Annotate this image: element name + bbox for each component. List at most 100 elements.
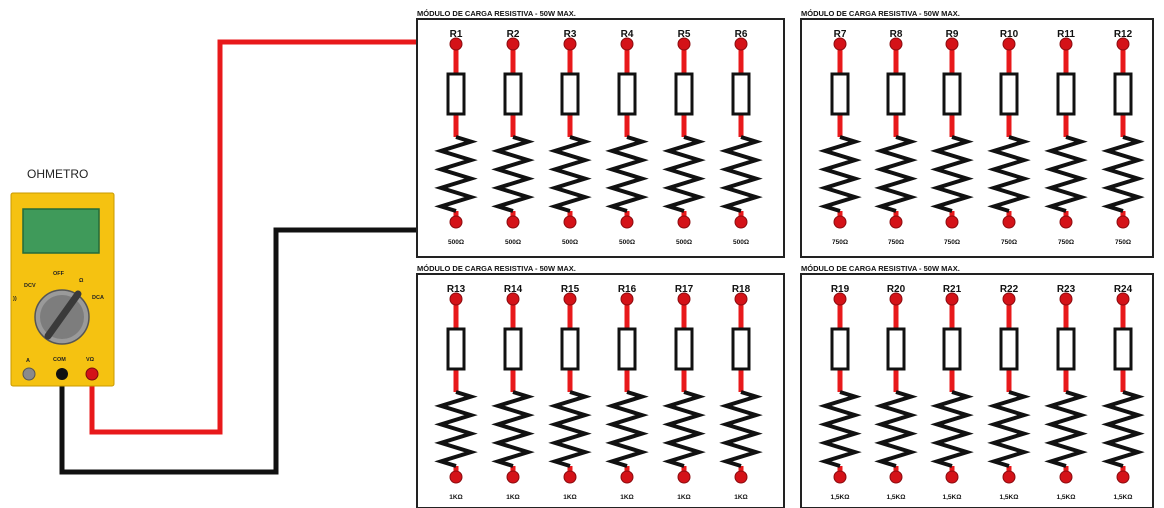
resistor-value: 1,5KΩ xyxy=(943,494,962,501)
resistor-module: MÓDULO DE CARGA RESISTIVA - 50W MAX.R150… xyxy=(416,9,785,258)
jack-com[interactable] xyxy=(56,368,68,380)
bottom-terminal[interactable] xyxy=(506,470,520,484)
top-terminal[interactable] xyxy=(945,292,959,306)
bottom-terminal[interactable] xyxy=(945,470,959,484)
top-terminal[interactable] xyxy=(1059,292,1073,306)
top-terminal[interactable] xyxy=(945,37,959,51)
resistor-coil xyxy=(930,135,974,213)
resistor-symbol xyxy=(886,327,906,371)
top-terminal[interactable] xyxy=(620,37,634,51)
resistor-value: 750Ω xyxy=(888,239,904,246)
bottom-terminal[interactable] xyxy=(1116,470,1130,484)
bottom-terminal[interactable] xyxy=(620,470,634,484)
bottom-terminal[interactable] xyxy=(1116,215,1130,229)
top-terminal[interactable] xyxy=(677,37,691,51)
resistor-coil xyxy=(719,390,763,468)
top-terminal[interactable] xyxy=(734,37,748,51)
jack-a[interactable] xyxy=(22,367,36,381)
resistor-symbol xyxy=(830,72,850,116)
resistor-label: R7 xyxy=(834,29,847,40)
resistor-symbol xyxy=(942,327,962,371)
resistor-symbol xyxy=(731,327,751,371)
bottom-terminal[interactable] xyxy=(449,215,463,229)
bottom-terminal[interactable] xyxy=(506,215,520,229)
bottom-terminal[interactable] xyxy=(734,215,748,229)
jack-vohm[interactable] xyxy=(85,367,99,381)
top-terminal[interactable] xyxy=(889,292,903,306)
rotary-selector-knob[interactable] xyxy=(34,289,90,345)
resistor-coil xyxy=(930,390,974,468)
resistor-coil xyxy=(605,390,649,468)
resistor-symbol xyxy=(503,72,523,116)
bottom-terminal[interactable] xyxy=(945,215,959,229)
resistor-symbol xyxy=(503,327,523,371)
resistor-coil xyxy=(491,390,535,468)
top-terminal[interactable] xyxy=(1116,292,1130,306)
resistor-label: R23 xyxy=(1057,284,1076,295)
resistor-coil xyxy=(818,135,862,213)
resistor-coil xyxy=(1044,135,1088,213)
resistor-value: 750Ω xyxy=(1001,239,1017,246)
resistor-symbol xyxy=(446,72,466,116)
top-terminal[interactable] xyxy=(734,292,748,306)
top-terminal[interactable] xyxy=(449,37,463,51)
resistor-coil xyxy=(662,135,706,213)
bottom-terminal[interactable] xyxy=(833,215,847,229)
top-terminal[interactable] xyxy=(563,37,577,51)
bottom-terminal[interactable] xyxy=(620,215,634,229)
resistor-label: R5 xyxy=(678,29,691,40)
resistor-symbol xyxy=(446,327,466,371)
top-terminal[interactable] xyxy=(1059,37,1073,51)
top-terminal[interactable] xyxy=(563,292,577,306)
module-frame xyxy=(800,273,1154,508)
bottom-terminal[interactable] xyxy=(1002,215,1016,229)
meter-label-dcv: DCV xyxy=(24,283,36,289)
top-terminal[interactable] xyxy=(620,292,634,306)
top-terminal[interactable] xyxy=(889,37,903,51)
top-terminal[interactable] xyxy=(506,292,520,306)
top-terminal[interactable] xyxy=(833,292,847,306)
bottom-terminal[interactable] xyxy=(833,470,847,484)
bottom-terminal[interactable] xyxy=(563,470,577,484)
resistor-value: 500Ω xyxy=(619,239,635,246)
bottom-terminal[interactable] xyxy=(449,470,463,484)
bottom-terminal[interactable] xyxy=(677,215,691,229)
bottom-terminal[interactable] xyxy=(1002,470,1016,484)
resistor-value: 1KΩ xyxy=(506,494,520,501)
resistor-symbol xyxy=(1056,327,1076,371)
top-terminal[interactable] xyxy=(1116,37,1130,51)
resistor-coil xyxy=(719,135,763,213)
resistor-symbol xyxy=(617,72,637,116)
top-terminal[interactable] xyxy=(449,292,463,306)
bottom-terminal[interactable] xyxy=(734,470,748,484)
bottom-terminal[interactable] xyxy=(677,470,691,484)
bottom-terminal[interactable] xyxy=(563,215,577,229)
top-terminal[interactable] xyxy=(833,37,847,51)
top-terminal[interactable] xyxy=(506,37,520,51)
meter-label-dca: DCA xyxy=(92,295,104,301)
resistor-symbol xyxy=(999,72,1019,116)
top-terminal[interactable] xyxy=(677,292,691,306)
resistor-symbol xyxy=(674,327,694,371)
resistor-label: R10 xyxy=(1000,29,1019,40)
bottom-terminal[interactable] xyxy=(889,470,903,484)
top-terminal[interactable] xyxy=(1002,37,1016,51)
bottom-terminal[interactable] xyxy=(1059,470,1073,484)
black-test-lead xyxy=(59,227,456,475)
resistor-symbol xyxy=(1113,327,1133,371)
top-terminal[interactable] xyxy=(1002,292,1016,306)
bottom-terminal[interactable] xyxy=(1059,215,1073,229)
resistor-coil xyxy=(987,135,1031,213)
meter-label-sound: )) xyxy=(13,296,17,302)
bottom-terminal[interactable] xyxy=(889,215,903,229)
resistor-symbol xyxy=(999,327,1019,371)
